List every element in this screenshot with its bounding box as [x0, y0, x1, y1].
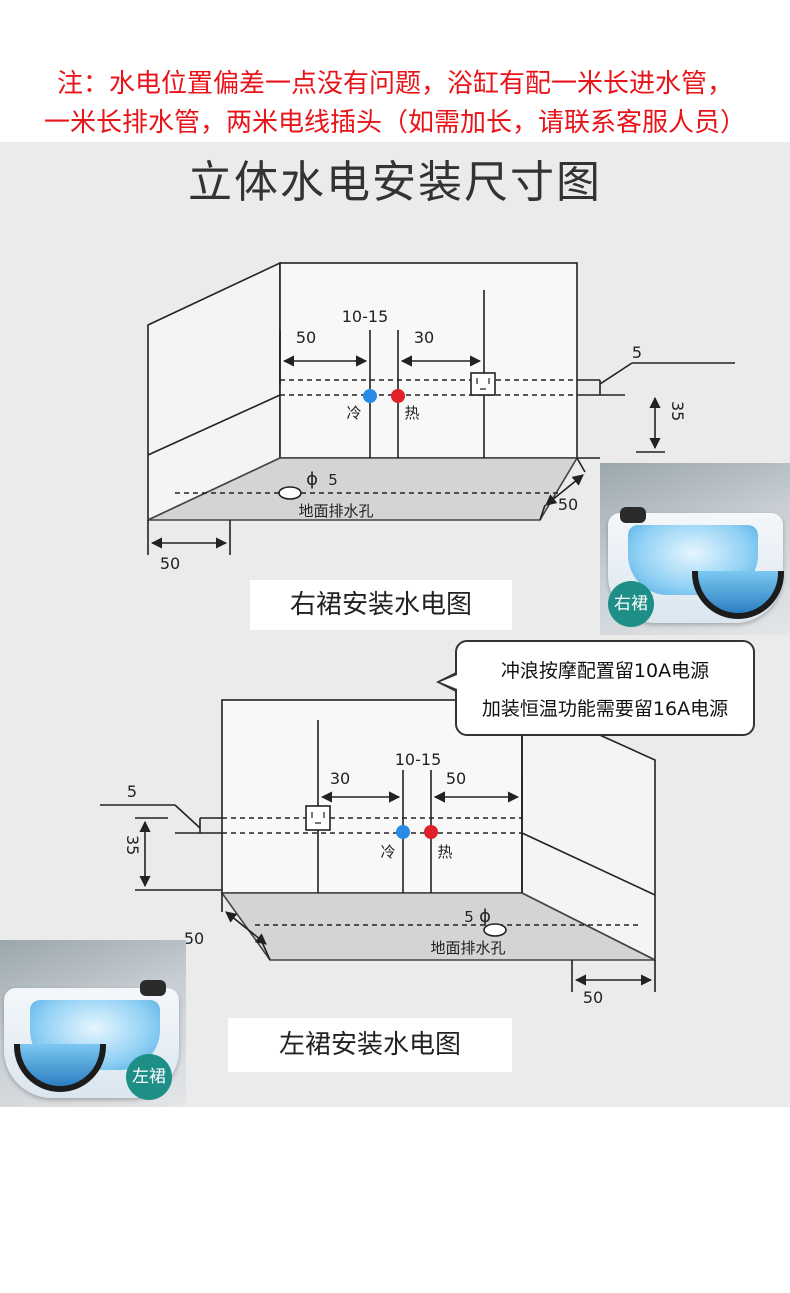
- left-cold-inlet: [396, 825, 410, 839]
- page-title: 立体水电安装尺寸图: [188, 157, 602, 208]
- right-socket-icon: [470, 372, 496, 396]
- left-right-offset-label: 50: [446, 769, 466, 788]
- left-skirt-bathtub-photo: 左裙: [0, 940, 186, 1107]
- right-left-offset-label: 50: [296, 328, 316, 347]
- right-side-line: [147, 394, 281, 456]
- left-skirt-caption: 左裙安装水电图: [228, 1018, 512, 1072]
- left-drain-label: 地面排水孔: [430, 939, 505, 957]
- right-hot-label: 热: [404, 404, 419, 422]
- right-skirt-diagram: [147, 261, 735, 555]
- right-skirt-caption: 右裙安装水电图: [250, 580, 512, 630]
- left-cold-label: 冷: [380, 843, 395, 861]
- left-hot-label: 热: [437, 843, 452, 861]
- left-gap-label: 30: [330, 769, 350, 788]
- right-height-label: 35: [668, 401, 687, 421]
- right-drain-label: 地面排水孔: [298, 502, 373, 520]
- power-line-2: 加装恒温功能需要留16A电源: [481, 698, 729, 720]
- warning-note-line2: 一米长排水管，两米电线插头（如需加长，请联系客服人员）: [43, 108, 746, 138]
- right-cold-label: 冷: [346, 404, 361, 422]
- left-drain-diameter-label: 5: [464, 908, 474, 926]
- right-drain-diameter-label: 5: [328, 471, 338, 489]
- bubble-tail-inner: [440, 675, 457, 689]
- right-floor-side-label: 50: [558, 495, 578, 514]
- right-skirt-badge: 右裙: [608, 581, 654, 627]
- right-drain-symbol: ϕ: [306, 469, 318, 490]
- bathtub-pillow: [620, 507, 646, 523]
- warning-note-line1: 注：水电位置偏差一点没有问题，浴缸有配一米长进水管，: [56, 69, 733, 99]
- left-height-small-label: 5: [127, 782, 137, 801]
- left-drain-hole: [483, 923, 507, 937]
- left-socket-icon: [305, 805, 331, 831]
- right-cold-inlet: [363, 389, 377, 403]
- right-dim-floor-side: [545, 474, 584, 506]
- power-requirement-bubble: 冲浪按摩配置留10A电源 加装恒温功能需要留16A电源: [455, 640, 755, 736]
- left-side-line: [521, 832, 656, 896]
- right-floor-left-label: 50: [160, 554, 180, 573]
- bathtub-pillow: [140, 980, 166, 996]
- left-skirt-badge: 左裙: [126, 1054, 172, 1100]
- right-hot-inlet: [391, 389, 405, 403]
- left-hot-inlet: [424, 825, 438, 839]
- power-line-1: 冲浪按摩配置留10A电源: [500, 660, 710, 682]
- right-drain-hole: [278, 486, 302, 500]
- left-drain-symbol: ϕ: [479, 906, 491, 927]
- left-range-label: 10-15: [395, 750, 442, 769]
- right-range-label: 10-15: [342, 307, 389, 326]
- right-skirt-bathtub-photo: 右裙: [600, 463, 790, 635]
- right-height-small-label: 5: [632, 343, 642, 362]
- left-height-label: 35: [123, 835, 142, 855]
- left-floor-right-label: 50: [583, 988, 603, 1007]
- right-gap-label: 30: [414, 328, 434, 347]
- left-floor-side-label: 50: [184, 929, 204, 948]
- left-dim-floor-side: [225, 911, 267, 945]
